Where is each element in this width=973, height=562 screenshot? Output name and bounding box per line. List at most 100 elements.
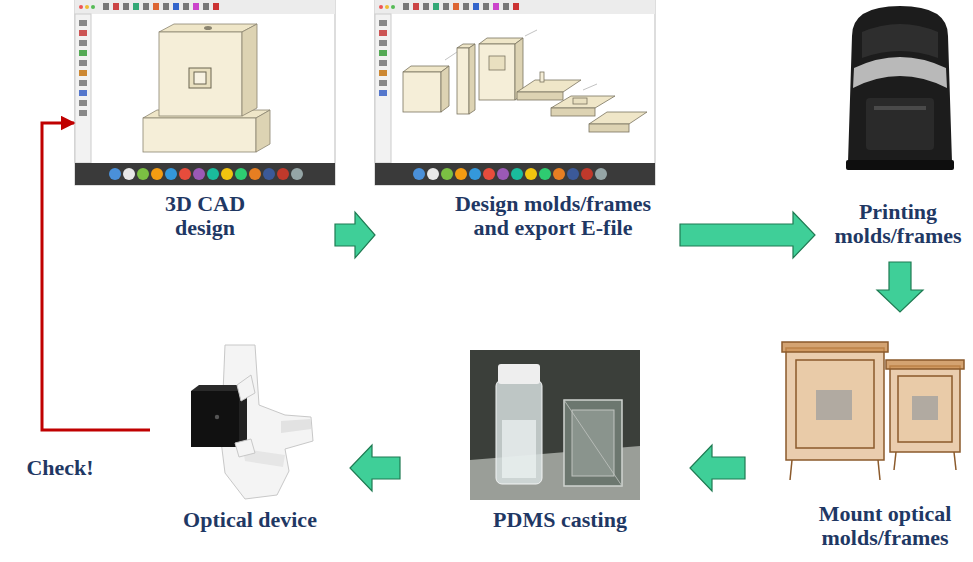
mold-design-screenshot xyxy=(595,168,607,180)
mold-design-screenshot xyxy=(379,30,387,36)
cad-screenshot xyxy=(79,50,87,56)
mold-design-screenshot xyxy=(517,92,563,100)
cad-screenshot xyxy=(194,72,206,84)
cad-screenshot xyxy=(79,60,87,66)
printer-figure xyxy=(866,98,934,150)
flow-arrow xyxy=(350,445,400,491)
mold-design-screenshot xyxy=(441,168,453,180)
optical-device-photo xyxy=(281,419,311,433)
process-step: Design molds/frames and export E-file xyxy=(375,0,680,260)
cad-screenshot xyxy=(113,3,119,10)
mold-design-screenshot xyxy=(539,168,551,180)
cad-screenshot xyxy=(256,110,270,152)
mold-design-screenshot xyxy=(583,84,597,90)
cad-screenshot xyxy=(291,168,303,180)
mold-design-screenshot xyxy=(445,30,597,90)
mold-design-screenshot xyxy=(469,168,481,180)
mold-frames-photo xyxy=(878,460,880,480)
mold-design-screenshot xyxy=(551,108,595,116)
mold-design-screenshot xyxy=(385,5,389,9)
cad-screenshot xyxy=(123,3,129,10)
process-step: 3D CAD design xyxy=(75,0,335,260)
cad-screenshot xyxy=(75,0,335,185)
mold-design-screenshot xyxy=(503,3,509,10)
optical-device-photo xyxy=(191,345,313,499)
cad-screenshot xyxy=(221,168,233,180)
printer-figure xyxy=(874,106,926,110)
cad-screenshot xyxy=(159,24,257,32)
mold-design-screenshot xyxy=(525,168,537,180)
cad-screenshot xyxy=(123,168,135,180)
mold-design-screenshot xyxy=(517,80,581,92)
printer-figure xyxy=(846,6,954,170)
mold-design-screenshot xyxy=(413,168,607,180)
cad-screenshot xyxy=(249,168,261,180)
mold-frames-photo xyxy=(890,366,960,452)
step-caption: PDMS casting xyxy=(460,508,660,532)
mold-design-screenshot xyxy=(433,3,439,10)
cad-screenshot xyxy=(189,68,211,88)
mold-design-screenshot xyxy=(589,124,629,132)
printer-figure xyxy=(846,160,954,170)
mold-frames-photo xyxy=(954,452,956,470)
mold-design-screenshot xyxy=(525,30,537,36)
mold-design-screenshot xyxy=(463,3,469,10)
pdms-casting-photo xyxy=(498,364,540,384)
cad-screenshot xyxy=(79,70,87,76)
mold-design-screenshot xyxy=(441,66,449,112)
mold-design-screenshot xyxy=(375,163,655,185)
cad-screenshot xyxy=(153,3,159,10)
cad-screenshot xyxy=(159,32,242,116)
mold-design-screenshot xyxy=(589,112,647,124)
mold-design-screenshot xyxy=(469,44,475,114)
cad-screenshot xyxy=(109,168,121,180)
optical-device-photo xyxy=(191,391,239,447)
optical-device-photo xyxy=(215,415,219,419)
cad-screenshot xyxy=(85,5,89,9)
mold-design-screenshot xyxy=(427,168,439,180)
mold-design-screenshot xyxy=(379,20,387,26)
mold-frames-photo xyxy=(786,348,884,460)
process-step: PDMS casting xyxy=(400,340,690,560)
mold-design-screenshot xyxy=(423,3,429,10)
mold-design-screenshot xyxy=(483,3,489,10)
mold-design-screenshot xyxy=(540,72,544,82)
cad-screenshot xyxy=(204,26,212,30)
cad-screenshot xyxy=(75,163,335,185)
mold-frames-photo xyxy=(782,342,888,352)
mold-design-screenshot xyxy=(375,0,655,14)
mold-design-screenshot xyxy=(473,3,479,10)
mold-design-screenshot xyxy=(489,56,505,70)
mold-design-screenshot xyxy=(443,3,449,10)
mold-design-screenshot xyxy=(379,5,383,9)
step-caption: Design molds/frames and export E-file xyxy=(438,192,668,240)
cad-screenshot xyxy=(79,90,87,96)
cad-screenshot xyxy=(151,168,163,180)
cad-screenshot xyxy=(163,3,169,10)
mold-frames-photo xyxy=(796,360,874,448)
cad-screenshot xyxy=(143,118,256,152)
cad-screenshot xyxy=(79,30,87,36)
mold-design-screenshot xyxy=(379,70,387,76)
mold-design-screenshot xyxy=(513,3,519,10)
process-step: Mount optical molds/frames xyxy=(745,312,970,560)
pdms-casting-photo xyxy=(502,420,536,478)
mold-design-screenshot xyxy=(379,80,387,86)
cad-screenshot xyxy=(242,24,257,116)
cad-screenshot xyxy=(103,3,109,10)
cad-screenshot xyxy=(179,168,191,180)
optical-device-photo xyxy=(237,375,255,401)
mold-frames-photo xyxy=(886,360,964,369)
cad-screenshot xyxy=(75,0,335,14)
mold-design-screenshot xyxy=(581,168,593,180)
mold-design-screenshot xyxy=(375,14,391,163)
cad-screenshot xyxy=(143,3,149,10)
printer-figure xyxy=(862,24,938,58)
process-step: Printing molds/frames xyxy=(815,0,970,262)
cad-screenshot xyxy=(193,3,199,10)
mold-frames-photo xyxy=(894,452,896,470)
mold-design-screenshot xyxy=(403,72,441,112)
